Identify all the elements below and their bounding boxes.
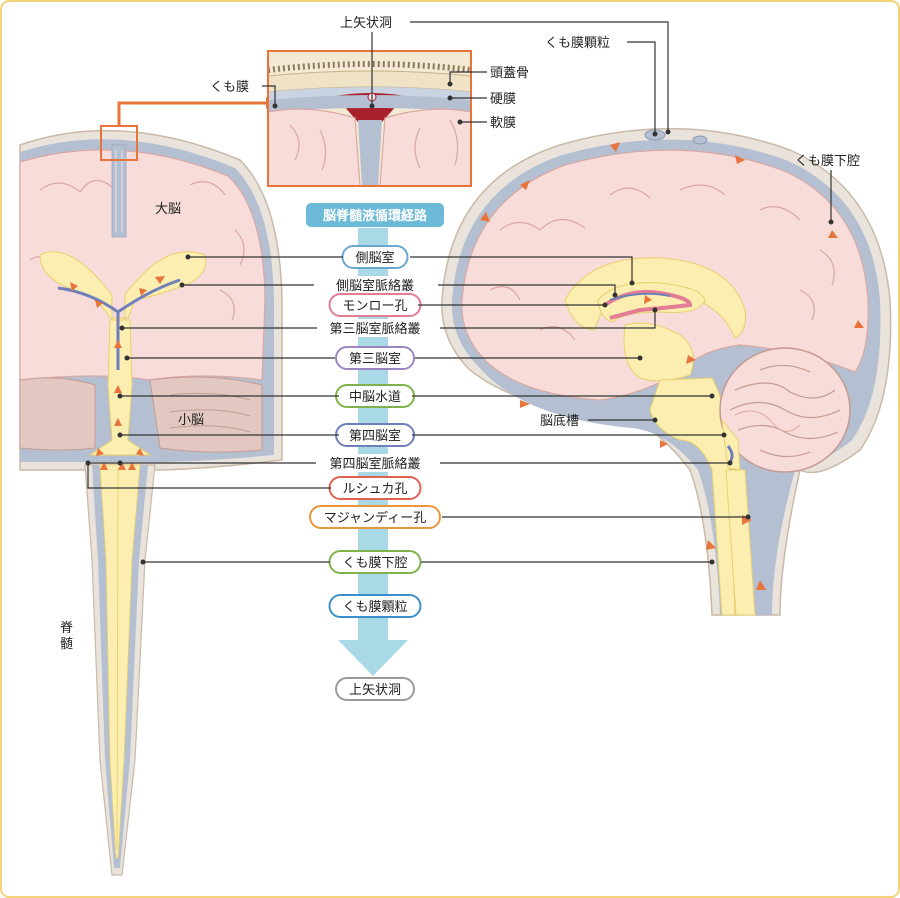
pathway-step: くも膜顆粒 xyxy=(328,594,422,618)
pathway-step-label: くも膜下腔 xyxy=(342,556,407,571)
pathway-step-backdrop xyxy=(323,276,427,294)
coronal-flow-arrows xyxy=(70,276,165,470)
label-dura: 硬膜 xyxy=(490,92,516,107)
pathway-step-backdrop xyxy=(316,319,434,337)
label-sss: 上矢状洞 xyxy=(340,16,392,31)
label-skull: 頭蓋骨 xyxy=(490,66,529,81)
pathway-steps: 側脳室側脳室脈絡叢モンロー孔第三脳室脈絡叢第三脳室中脳水道第四脳室第四脳室脈絡叢… xyxy=(309,245,441,701)
pathway-step: マジャンディー孔 xyxy=(309,505,441,529)
label-cistern: 脳底槽 xyxy=(540,413,579,429)
pathway-step: 第四脳室脈絡叢 xyxy=(316,454,434,472)
sagittal-section xyxy=(441,127,892,616)
pathway-step-pill xyxy=(335,346,415,370)
pathway-step: 第三脳室脈絡叢 xyxy=(316,319,434,337)
pathway-step-label: 第三脳室 xyxy=(349,351,401,367)
meninges-inset xyxy=(267,50,472,187)
pathway-step-label: 中脳水道 xyxy=(349,390,401,405)
coronal-cerebellum-left xyxy=(19,377,96,451)
sagittal-spinal-cord xyxy=(725,469,756,616)
pathway-step: 側脳室脈絡叢 xyxy=(323,276,427,294)
pathway-step-label: 第四脳室脈絡叢 xyxy=(329,456,420,472)
label-subarachnoid-right: くも膜下腔 xyxy=(795,154,860,169)
inset-connector xyxy=(117,101,266,126)
pathway-step-label: モンロー孔 xyxy=(342,299,407,314)
inset-border xyxy=(267,50,472,187)
pathway-step: 中脳水道 xyxy=(335,384,415,408)
pathway-step-label: マジャンディー孔 xyxy=(324,510,426,526)
label-arachnoid: くも膜 xyxy=(210,80,249,95)
label-pia: 軟膜 xyxy=(490,115,516,131)
pathway-title: 脳脊髄液循環経路 xyxy=(323,208,428,224)
label-spinal-cord: 脊髄 xyxy=(60,621,73,652)
pathway-step-label: 側脳室脈絡叢 xyxy=(336,278,414,294)
pathway-step-label: 第四脳室 xyxy=(349,428,401,444)
sagittal-corpus-callosum xyxy=(564,257,746,339)
label-granulation: くも膜顆粒 xyxy=(545,36,610,51)
pathway-step: ルシュカ孔 xyxy=(328,476,422,500)
pathway-step: くも膜下腔 xyxy=(328,550,422,574)
leader-lines xyxy=(85,21,834,565)
pathway-title-box xyxy=(306,203,444,227)
pathway-step-label: 上矢状洞 xyxy=(349,683,401,698)
pathway-arrow-head xyxy=(338,640,408,676)
pathway-step-pill xyxy=(328,594,422,618)
sagittal-third-ventricle xyxy=(623,322,694,382)
pathway-step: 側脳室 xyxy=(341,245,409,269)
pathway-step: 第四脳室 xyxy=(335,423,415,447)
pathway-step-label: くも膜顆粒 xyxy=(342,600,407,615)
label-cerebrum: 大脳 xyxy=(155,202,181,217)
pathway-step: 上矢状洞 xyxy=(335,677,415,701)
pathway-step-backdrop xyxy=(316,454,434,472)
pathway-step-pill xyxy=(309,505,441,529)
pathway-step-pill xyxy=(335,677,415,701)
pathway-step-label: 第三脳室脈絡叢 xyxy=(329,321,420,337)
pathway-step-label: ルシュカ孔 xyxy=(342,482,407,497)
sagittal-cerebellum xyxy=(719,347,851,473)
sagittal-granulation-2 xyxy=(692,135,708,145)
sagittal-flow-arrows xyxy=(480,142,864,590)
pathway-step-label: 側脳室 xyxy=(355,250,394,266)
pathway-step: 第三脳室 xyxy=(335,346,415,370)
coronal-third-ventricle xyxy=(88,319,152,456)
coronal-spinal-cord xyxy=(99,464,141,859)
anatomy-labels: 上矢状洞 くも膜顆粒 くも膜 頭蓋骨 硬膜 軟膜 大脳 小脳 脊髄 脳底槽 くも… xyxy=(60,16,860,652)
label-cerebellum: 小脳 xyxy=(178,413,204,428)
pathway-step: モンロー孔 xyxy=(328,293,422,317)
